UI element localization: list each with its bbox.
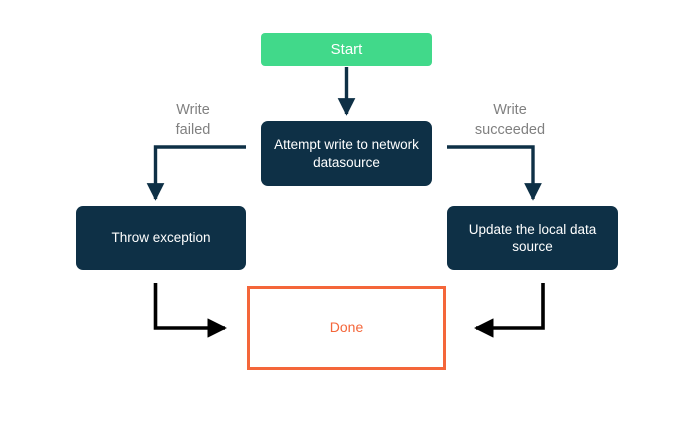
node-start[interactable]: Start — [261, 33, 432, 66]
node-attempt-write[interactable]: Attempt write to network datasource — [261, 121, 432, 186]
node-update-local-data-source[interactable]: Update the local data source — [447, 206, 618, 270]
node-throw-exception[interactable]: Throw exception — [76, 206, 246, 270]
edge-label-write-failed: Write failed — [175, 102, 211, 138]
edge-attempt-to-update — [447, 145, 542, 201]
edge-update-to-done — [474, 283, 545, 338]
edge-attempt-to-throw — [146, 145, 246, 201]
edge-throw-to-done — [153, 283, 227, 338]
node-done[interactable]: Done — [247, 286, 446, 370]
edge-label-write-succeeded: Write succeeded — [474, 102, 546, 138]
